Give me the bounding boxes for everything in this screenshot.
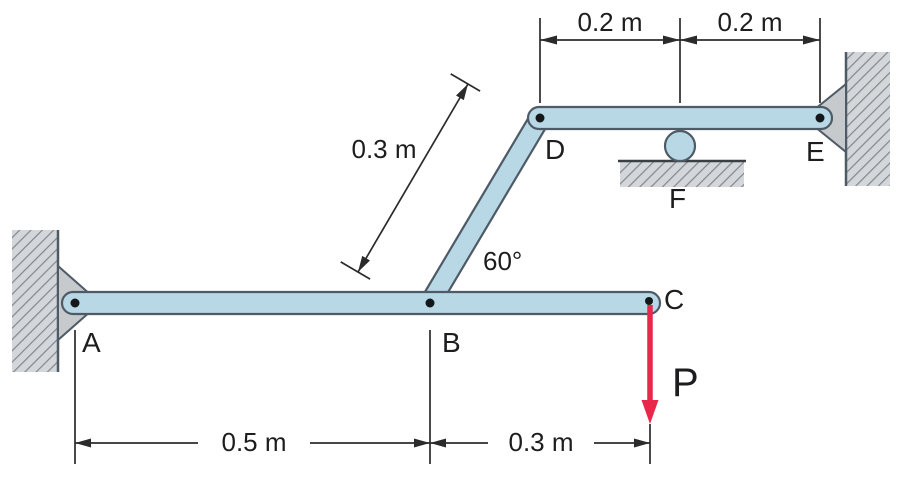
- wall-hatch-left: [12, 230, 58, 372]
- force-p-arrow: [641, 305, 659, 424]
- label-d: D: [545, 134, 565, 165]
- pin-a: [70, 298, 80, 308]
- label-e: E: [806, 136, 825, 167]
- dim-top-left-label: 0.2 m: [577, 7, 642, 37]
- arrowhead: [75, 438, 91, 448]
- label-b: B: [442, 327, 461, 358]
- ext-tick-b: [340, 261, 371, 280]
- dimension-diagonal: [340, 73, 481, 280]
- label-f: F: [669, 183, 686, 214]
- dimension-top-arrows: [540, 35, 820, 45]
- roller-f: [663, 129, 697, 163]
- arrowhead: [414, 438, 430, 448]
- force-p-head: [641, 400, 659, 424]
- label-c: C: [664, 284, 684, 315]
- dim-diagonal-label: 0.3 m: [351, 134, 416, 164]
- label-a: A: [82, 327, 101, 358]
- arrowhead: [358, 255, 370, 272]
- dimension-bottom: [74, 330, 651, 464]
- dimension-bottom-arrows: [75, 438, 650, 448]
- member-abc: [60, 290, 662, 316]
- member-de: [526, 105, 834, 131]
- ext-tick-d: [450, 73, 481, 92]
- pin-c: [645, 297, 653, 305]
- member-bd: [419, 111, 551, 310]
- wall-hatch-right: [846, 52, 890, 186]
- dim-bottom-right-label: 0.3 m: [508, 427, 573, 457]
- pin-b: [425, 298, 435, 308]
- arrowhead: [663, 35, 680, 45]
- ground-hatch-f: [620, 161, 744, 187]
- arrowhead: [430, 438, 446, 448]
- arrowhead: [634, 438, 650, 448]
- roller-support-f: [618, 129, 746, 187]
- pin-d: [535, 113, 545, 123]
- arrowhead: [456, 84, 468, 101]
- dim-top-right-label: 0.2 m: [717, 7, 782, 37]
- pin-e: [815, 113, 825, 123]
- label-force-p: P: [672, 361, 699, 405]
- dim-line-diagonal: [357, 83, 469, 273]
- label-angle: 60°: [483, 246, 522, 276]
- arrowhead: [540, 35, 557, 45]
- dim-bottom-left-label: 0.5 m: [221, 427, 286, 457]
- arrowhead: [803, 35, 820, 45]
- arrowhead: [680, 35, 697, 45]
